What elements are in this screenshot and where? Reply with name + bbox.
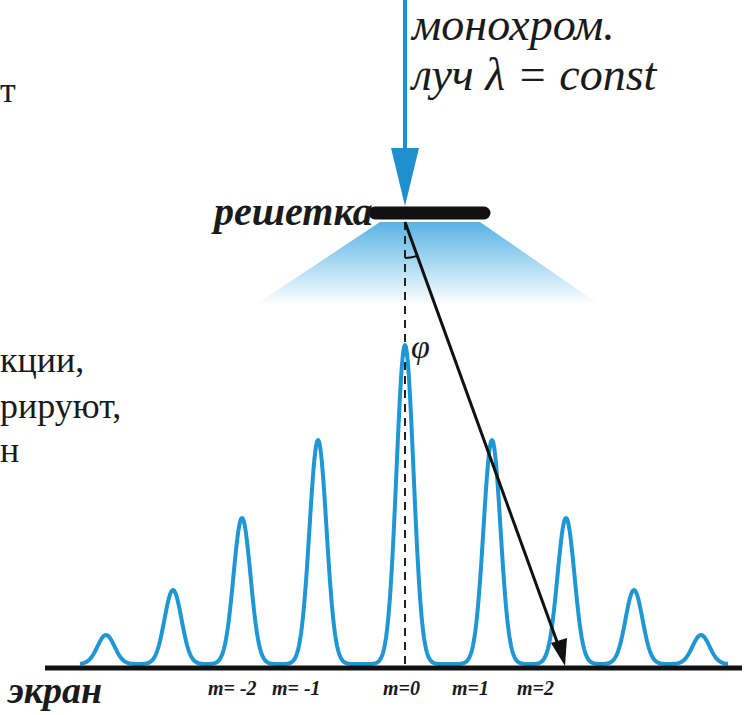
grating-bar: [375, 207, 484, 220]
order-label: m=1: [452, 678, 489, 698]
cut-text-fragment: н: [0, 432, 19, 468]
light-fan: [255, 222, 600, 305]
normal-dashed: [404, 222, 406, 664]
cut-text-fragment: рируют,: [0, 388, 121, 424]
angle-symbol: φ: [411, 330, 430, 364]
grating-label: решетка: [214, 192, 373, 232]
order-label: m=0: [383, 678, 420, 698]
screen-line: [45, 666, 742, 671]
intensity-curve: [80, 345, 728, 664]
cut-text-fragment: кции,: [0, 342, 84, 378]
screen-label: экран: [8, 671, 102, 709]
beam-arrowhead: [391, 148, 419, 206]
beam-caption: луч λ = const: [412, 52, 656, 98]
diffracted-ray: [405, 222, 560, 650]
ray-arrowhead: [551, 638, 567, 666]
cut-text-fragment: т: [0, 72, 16, 108]
order-label: m= -2: [208, 678, 257, 698]
order-label: m= -1: [272, 678, 321, 698]
angle-arc: [405, 256, 416, 258]
beam-caption: монохром.: [412, 2, 615, 48]
incident-beam: [403, 0, 407, 152]
order-label: m=2: [517, 678, 554, 698]
